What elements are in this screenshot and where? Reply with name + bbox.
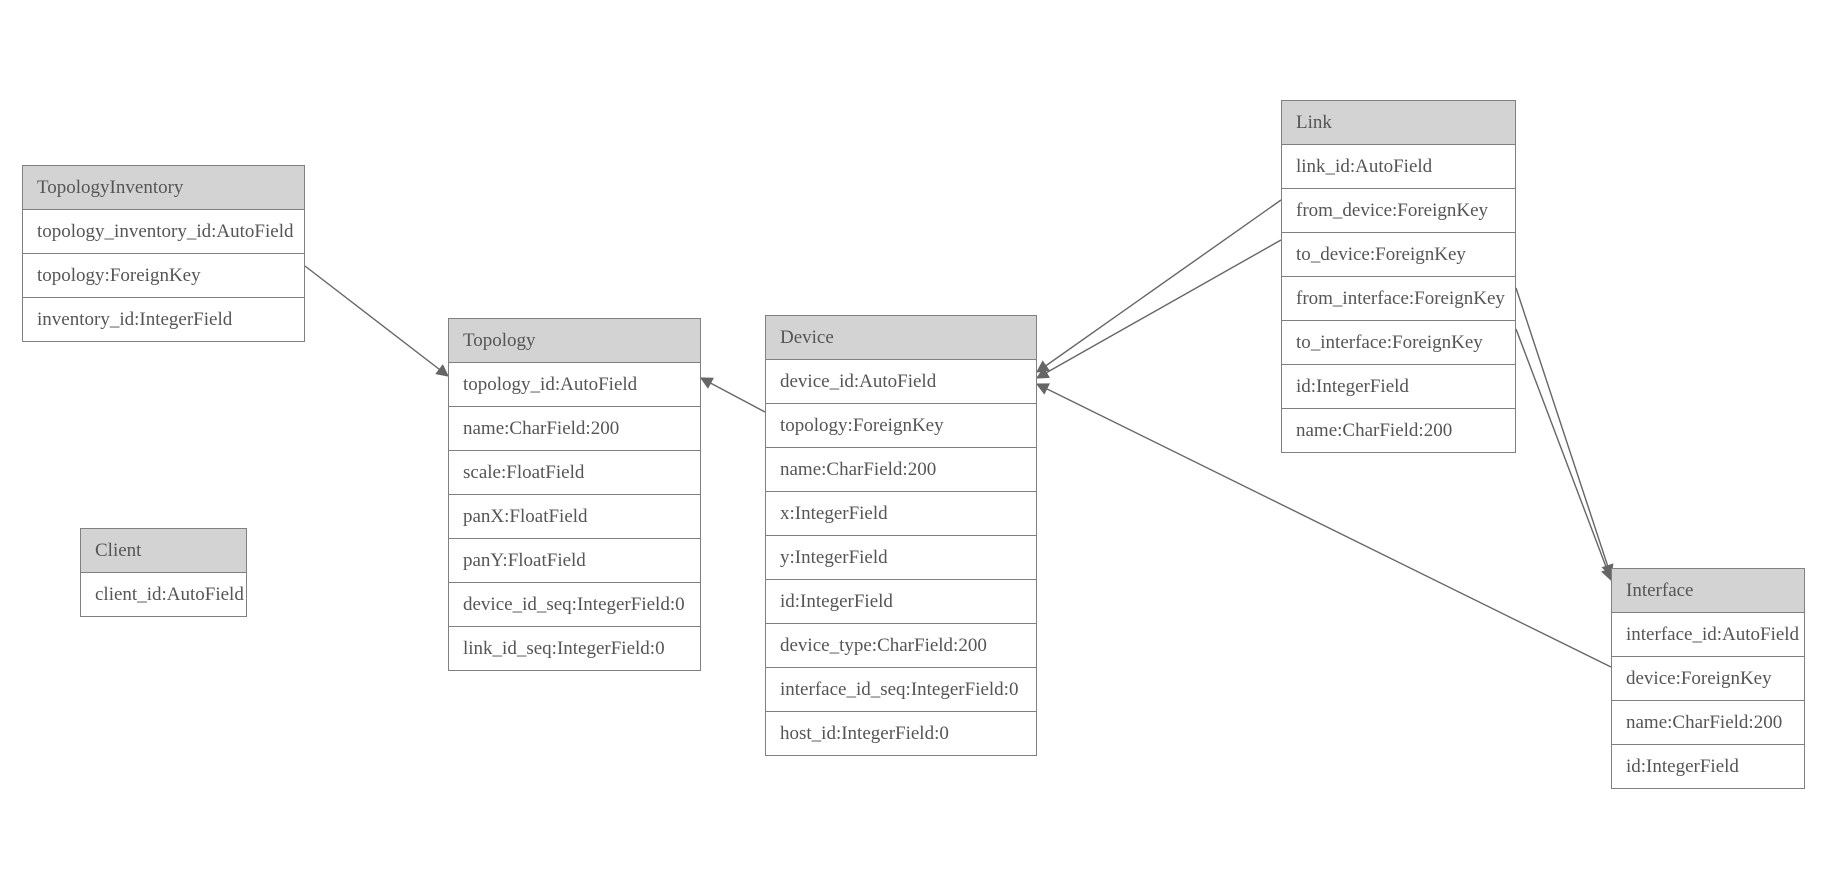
field-row: topology:ForeignKey [766, 404, 1036, 448]
field-row: panX:FloatField [449, 495, 700, 539]
relationship-link-from-interface-to-interface [1515, 287, 1614, 578]
relationship-device-to-topology [699, 377, 766, 413]
field-row: interface_id:AutoField [1612, 613, 1804, 657]
field-row: topology:ForeignKey [23, 254, 304, 298]
field-row: device_type:CharField:200 [766, 624, 1036, 668]
field-row: x:IntegerField [766, 492, 1036, 536]
entity-client[interactable]: Client client_id:AutoField [80, 528, 247, 617]
entity-title-interface: Interface [1612, 569, 1804, 613]
field-row: topology_inventory_id:AutoField [23, 210, 304, 254]
entity-title-device: Device [766, 316, 1036, 360]
field-row: client_id:AutoField [95, 584, 244, 605]
field-row: from_interface:ForeignKey [1282, 277, 1515, 321]
field-row: host_id:IntegerField:0 [780, 723, 949, 744]
field-row: scale:FloatField [449, 451, 700, 495]
field-row: id:IntegerField [1626, 756, 1739, 777]
field-row: inventory_id:IntegerField [37, 309, 233, 330]
field-row: interface_id_seq:IntegerField:0 [766, 668, 1036, 712]
field-row: link_id:AutoField [1282, 145, 1515, 189]
field-row: name:CharField:200 [1296, 420, 1453, 441]
field-row: y:IntegerField [766, 536, 1036, 580]
field-row: id:IntegerField [766, 580, 1036, 624]
field-row: name:CharField:200 [1612, 701, 1804, 745]
relationship-link-from-device-to-device [1035, 199, 1282, 373]
relationship-link-to-interface-to-interface [1515, 328, 1613, 582]
field-row: link_id_seq:IntegerField:0 [463, 638, 665, 659]
relationship-topologyinventory-to-topology [304, 265, 449, 377]
entity-fields-client: client_id:AutoField [81, 573, 246, 616]
field-row: to_interface:ForeignKey [1282, 321, 1515, 365]
field-row: device:ForeignKey [1612, 657, 1804, 701]
field-row: topology_id:AutoField [449, 363, 700, 407]
entity-title-topology_inventory: TopologyInventory [23, 166, 304, 210]
field-row: name:CharField:200 [766, 448, 1036, 492]
field-row: device_id_seq:IntegerField:0 [449, 583, 700, 627]
field-row: device_id:AutoField [766, 360, 1036, 404]
field-row: name:CharField:200 [449, 407, 700, 451]
entity-title-client: Client [81, 529, 246, 573]
field-row: id:IntegerField [1282, 365, 1515, 409]
relationship-link-to-device-to-device [1035, 239, 1282, 379]
entity-title-topology: Topology [449, 319, 700, 363]
field-row: to_device:ForeignKey [1282, 233, 1515, 277]
entity-title-link: Link [1282, 101, 1515, 145]
field-row: panY:FloatField [449, 539, 700, 583]
field-row: from_device:ForeignKey [1282, 189, 1515, 233]
